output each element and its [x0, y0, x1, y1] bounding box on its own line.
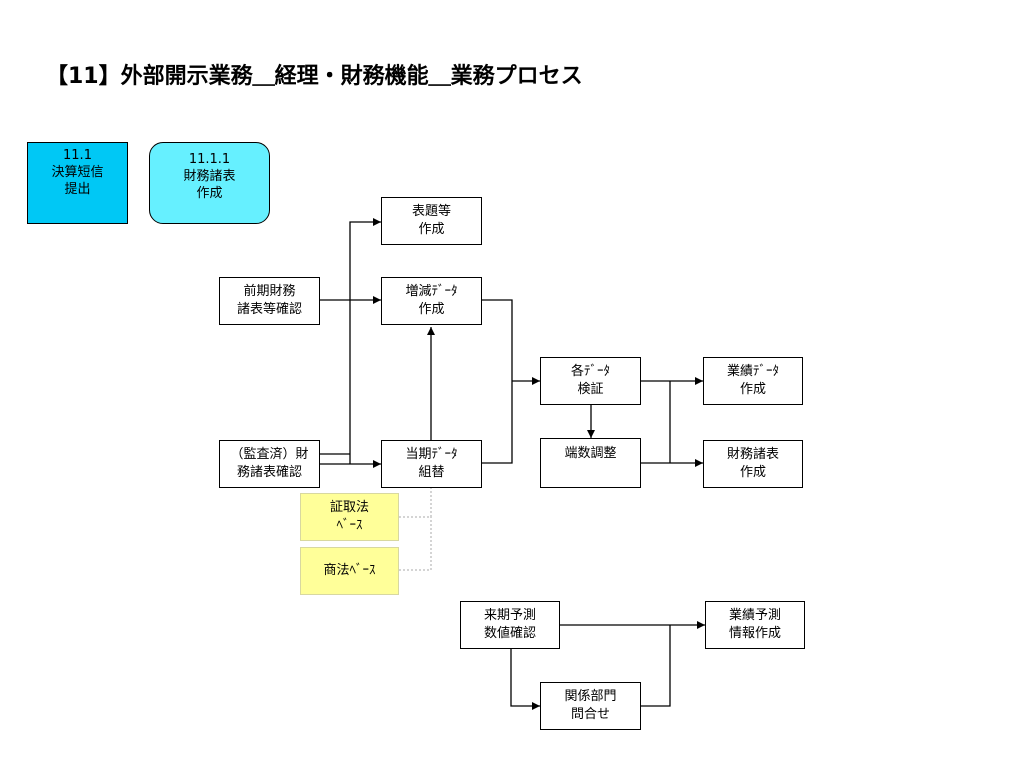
box-gyoseki-yosoku: 業績予測 情報作成	[705, 601, 805, 649]
page-title: 【11】外部開示業務＿経理・財務機能＿業務プロセス	[46, 64, 583, 89]
box-zaimu-shohyo: 財務諸表 作成	[703, 440, 803, 488]
arrow-raiki-to-kankei	[510, 649, 540, 710]
process-badge-11-1-1: 11.1.1 財務諸表 作成	[149, 142, 270, 224]
dotted-shoken-to-toki	[399, 488, 432, 518]
box-toki-data: 当期ﾃﾞｰﾀ 組替	[381, 440, 482, 488]
note-shoken-base: 証取法 ﾍﾞｰｽ	[300, 493, 399, 541]
line-merge-to-kakudata	[482, 299, 513, 464]
box-zenki-zaimu: 前期財務 諸表等確認	[219, 277, 320, 325]
process-badge-11-1: 11.1 決算短信 提出	[27, 142, 128, 224]
box-kankei-bumon: 関係部門 問合せ	[540, 682, 641, 730]
arrow-to-hyodai	[349, 218, 381, 464]
box-kansa-zaimu: （監査済）財 務諸表確認	[219, 440, 320, 488]
box-gyoseki-data: 業績ﾃﾞｰﾀ 作成	[703, 357, 803, 405]
box-kaku-data: 各ﾃﾞｰﾀ 検証	[540, 357, 641, 405]
box-zengen-data: 増減ﾃﾞｰﾀ 作成	[381, 277, 482, 325]
note-shoho-base: 商法ﾍﾞｰｽ	[300, 547, 399, 595]
line-kankei-to-yosoku	[641, 625, 671, 707]
dotted-shoho-to-toki	[399, 517, 432, 571]
box-hyodai: 表題等 作成	[381, 197, 482, 245]
box-tansu: 端数調整	[540, 438, 641, 488]
box-raiki-yosoku: 来期予測 数値確認	[460, 601, 560, 649]
